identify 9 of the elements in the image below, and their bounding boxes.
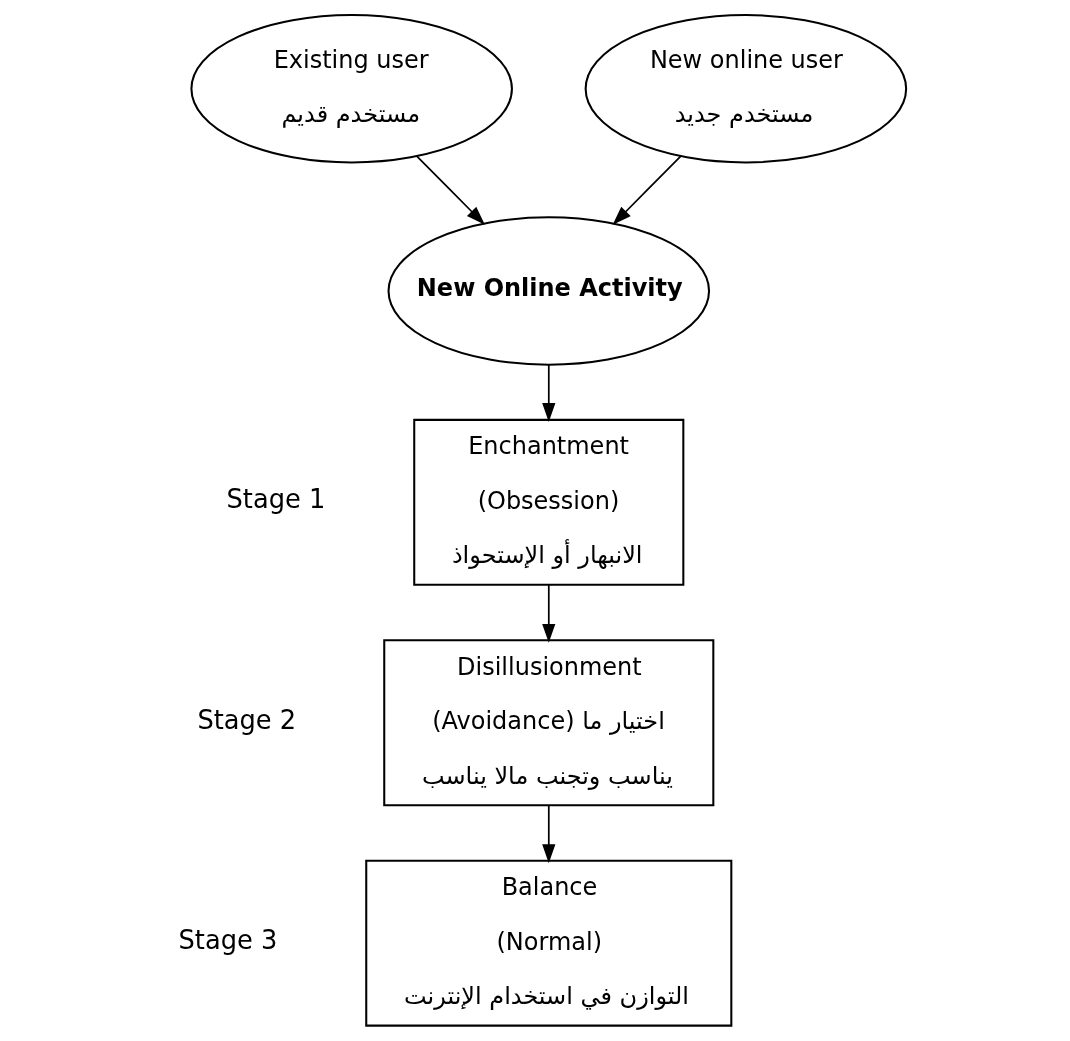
arrow bbox=[541, 364, 555, 422]
arrow bbox=[541, 584, 555, 643]
node-label: Stage 1 bbox=[226, 484, 325, 515]
node-label: Stage 3 bbox=[178, 925, 277, 956]
arrow bbox=[415, 155, 485, 225]
arrow bbox=[541, 804, 555, 864]
node-ellipse: New Online Activity bbox=[387, 216, 710, 366]
node-label: Stage 2 bbox=[196, 704, 296, 735]
arrow bbox=[612, 155, 682, 225]
